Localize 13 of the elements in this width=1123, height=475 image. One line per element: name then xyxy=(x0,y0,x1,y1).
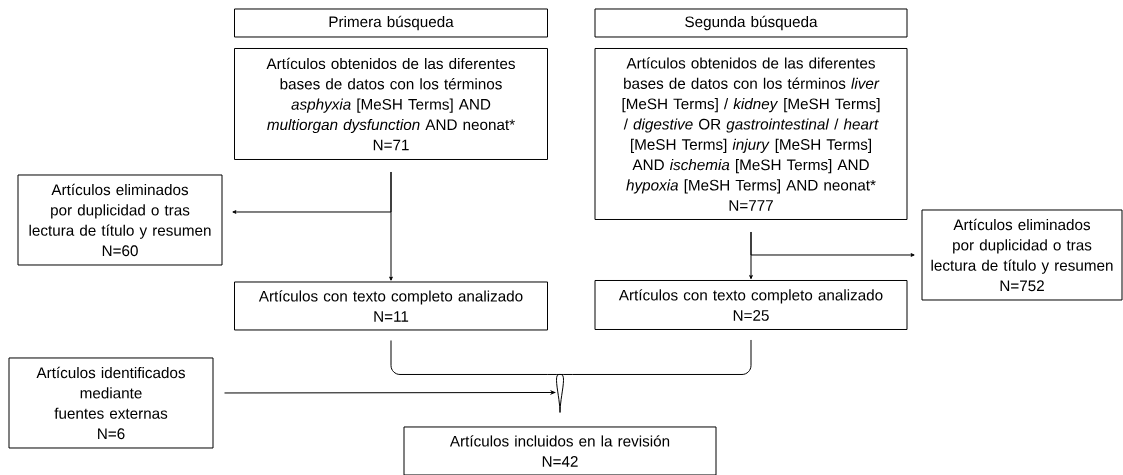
process-box: Artículos incluidos en la revisión N=42 xyxy=(403,426,717,475)
arrow xyxy=(224,390,556,395)
process-box: Artículos obtenidos de las diferentes bases de datos con los términos asphyxia [MeSH Terms] AND multiorgan dysfunction AND neonat* N=71 xyxy=(234,48,548,160)
arrow xyxy=(232,171,392,214)
process-box: Artículos con texto completo analizado N=11 xyxy=(234,281,548,331)
arrow xyxy=(750,231,915,257)
process-box: Artículos obtenidos de las diferentes bases de datos con los términos liver [MeSH Terms] / kidney [MeSH Terms] / digestive OR gastrointestinal / heart [MeSH Terms] injury [MeSH Terms] AND ischemia [MeSH Terms] AND hypoxia [MeSH Terms] AND neonat* N=777 xyxy=(594,48,908,220)
process-box: Artículos eliminados por duplicidad o tras lectura de título y resumen N=752 xyxy=(921,209,1123,301)
process-box: Artículos con texto completo analizado N=25 xyxy=(594,280,908,330)
process-box: Primera búsqueda xyxy=(234,8,548,38)
process-box: Artículos eliminados por duplicidad o tras lectura de título y resumen N=60 xyxy=(17,174,223,266)
process-box: Artículos identificados mediante fuentes externas N=6 xyxy=(8,357,214,449)
process-box: Segunda búsqueda xyxy=(594,8,908,38)
